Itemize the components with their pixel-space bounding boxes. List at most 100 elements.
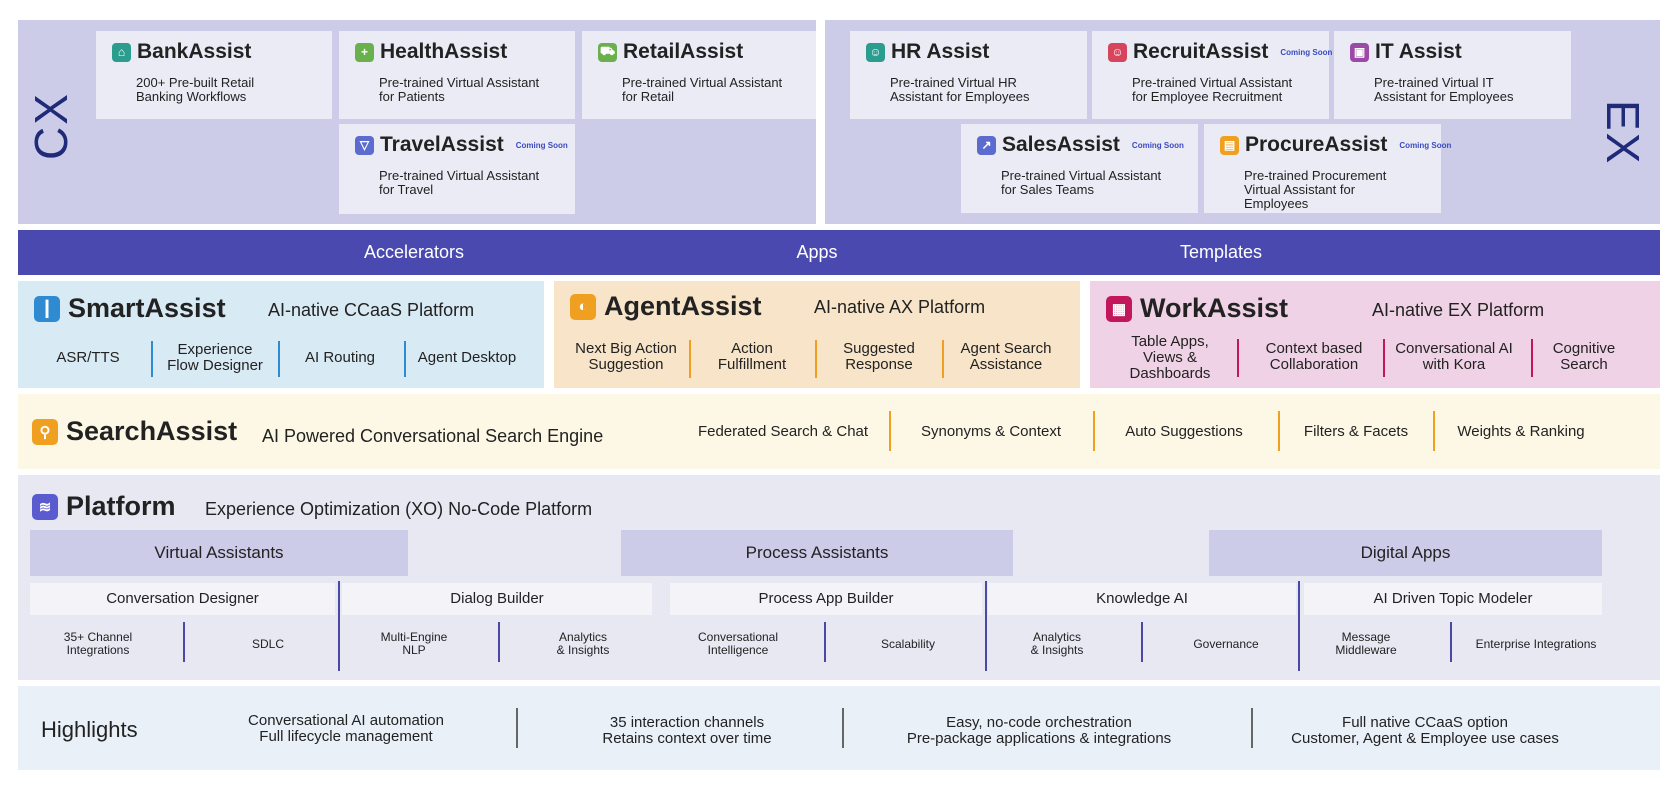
person-add-icon: ☺ xyxy=(1108,42,1127,62)
builder-knowledge-ai[interactable]: Knowledge AI xyxy=(988,583,1296,615)
cx-label: CX xyxy=(25,92,77,160)
card-desc: Pre-trained Virtual IT xyxy=(1374,75,1494,90)
card-desc: Banking Workflows xyxy=(136,89,247,104)
retailassist-card[interactable]: ⛟ RetailAssist Pre-trained Virtual Assist… xyxy=(582,31,816,119)
card-desc: for Patients xyxy=(379,89,445,104)
divider xyxy=(889,411,891,451)
product-title: AgentAssist xyxy=(604,291,762,321)
divider xyxy=(404,341,406,377)
group-digital-apps[interactable]: Digital Apps xyxy=(1209,530,1602,576)
card-desc: Employees xyxy=(1244,196,1309,211)
card-desc: Assistant for Employees xyxy=(1374,89,1514,104)
group-process-assistants[interactable]: Process Assistants xyxy=(621,530,1013,576)
divider xyxy=(1251,708,1253,748)
card-desc: Pre-trained Virtual Assistant xyxy=(1001,168,1162,183)
divider xyxy=(338,581,340,671)
card-desc: Pre-trained Virtual Assistant xyxy=(1132,75,1293,90)
feature-label: Weights & Ranking xyxy=(1457,423,1585,440)
product-subtitle: AI-native CCaaS Platform xyxy=(268,300,475,320)
builder-process-app-builder[interactable]: Process App Builder xyxy=(670,583,982,615)
card-title: HealthAssist xyxy=(380,40,508,63)
workassist-panel[interactable]: ▦WorkAssist AI-native EX Platform Table … xyxy=(1090,281,1660,388)
people-icon: ☺ xyxy=(866,42,885,62)
product-title: Platform xyxy=(66,491,176,521)
agentassist-panel[interactable]: ◐ AgentAssist AI-native AX Platform Next … xyxy=(554,281,1080,388)
builder-conversation-designer[interactable]: Conversation Designer xyxy=(30,583,335,615)
card-desc: Pre-trained Virtual Assistant xyxy=(379,75,540,90)
platform-item: Enterprise Integrations xyxy=(1475,637,1597,651)
divider xyxy=(151,341,153,377)
card-desc: Virtual Assistant for xyxy=(1244,182,1356,197)
divider xyxy=(1450,622,1452,662)
product-subtitle: AI-native AX Platform xyxy=(814,297,986,317)
builder-dialog-builder[interactable]: Dialog Builder xyxy=(342,583,652,615)
divider xyxy=(1141,622,1143,662)
card-title: BankAssist xyxy=(137,40,252,63)
builder-topic-modeler[interactable]: AI Driven Topic Modeler xyxy=(1304,583,1602,615)
searchassist-panel[interactable]: ⚲SearchAssist AI Powered Conversational … xyxy=(18,394,1660,469)
feature-label: Filters & Facets xyxy=(1303,423,1409,440)
coming-soon-badge: Coming Soon xyxy=(515,140,568,150)
card-desc: Pre-trained Virtual Assistant xyxy=(622,75,783,90)
divider xyxy=(1237,339,1239,377)
divider xyxy=(1093,411,1095,451)
ex-label: EX xyxy=(1597,100,1649,166)
band-templates: Templates xyxy=(1179,242,1263,262)
waveform-icon: ┃ xyxy=(34,295,60,322)
layers-icon: ≋ xyxy=(32,493,58,520)
product-subtitle: AI Powered Conversational Search Engine xyxy=(262,426,604,446)
feature-label: Agent Desktop xyxy=(417,349,517,366)
divider xyxy=(689,340,691,378)
product-subtitle: Experience Optimization (XO) No-Code Pla… xyxy=(205,499,593,519)
card-desc: 200+ Pre-built Retail xyxy=(136,75,255,90)
card-title: HR Assist xyxy=(891,40,990,63)
divider xyxy=(498,622,500,662)
headset-icon: ◐ xyxy=(570,293,596,320)
card-desc: Pre-trained Virtual HR xyxy=(890,75,1017,90)
recruitassist-card[interactable]: ☺ RecruitAssist Coming Soon Pre-trained Vi… xyxy=(1092,31,1333,119)
platform-item: Governance xyxy=(1193,637,1259,651)
coming-soon-badge: Coming Soon xyxy=(1131,140,1184,150)
card-desc: Pre-trained Virtual Assistant xyxy=(379,168,540,183)
platform-item: SDLC xyxy=(251,637,285,651)
divider xyxy=(278,341,280,377)
box-icon: ▤ xyxy=(1220,135,1239,155)
feature-label: ASR/TTS xyxy=(56,349,120,366)
smartassist-panel[interactable]: ┃SmartAssist AI-native CCaaS Platform AS… xyxy=(18,281,544,388)
feature-label: Federated Search & Chat xyxy=(697,423,869,440)
card-title: TravelAssist xyxy=(380,133,504,156)
healthassist-card[interactable]: +HealthAssist Pre-trained Virtual Assist… xyxy=(339,31,575,119)
card-desc: for Retail xyxy=(622,89,675,104)
feature-label: Table Apps,Views &Dashboards xyxy=(1129,333,1211,382)
divider xyxy=(824,622,826,662)
divider xyxy=(1278,411,1280,451)
card-title: SalesAssist xyxy=(1002,133,1120,156)
card-title: RecruitAssist xyxy=(1133,40,1269,63)
card-title: RetailAssist xyxy=(623,40,744,63)
cart-icon: ⛟ xyxy=(598,42,617,62)
group-virtual-assistants[interactable]: Virtual Assistants xyxy=(30,530,408,576)
platform-panel[interactable]: ≋ Platform Experience Optimization (XO) N… xyxy=(18,475,1660,680)
platform-item: Analytics& Insights xyxy=(556,630,610,657)
coming-soon-badge: Coming Soon xyxy=(1280,47,1333,57)
coming-soon-badge: Coming Soon xyxy=(1399,140,1452,150)
laptop-icon: ▣ xyxy=(1350,42,1369,62)
